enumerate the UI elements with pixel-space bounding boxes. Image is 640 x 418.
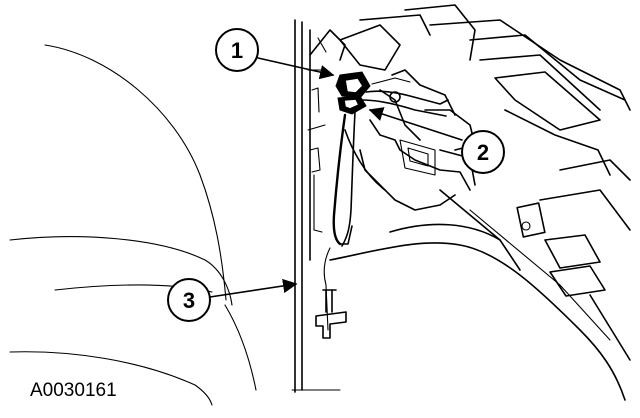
callout-3-arrow — [209, 278, 298, 298]
callout-2-circle — [461, 130, 505, 174]
callout-3: 3 — [167, 278, 298, 322]
callout-1-circle — [215, 28, 259, 72]
figure-id: A0030161 — [30, 380, 117, 401]
callout-2: 2 — [368, 107, 505, 174]
callout-3-label: 3 — [183, 288, 195, 313]
dash-panel — [329, 159, 631, 401]
airbag-connector-assembly — [323, 71, 449, 331]
callout-1-arrow — [257, 57, 335, 80]
callout-2-label: 2 — [477, 140, 489, 165]
seat-outline — [9, 44, 257, 406]
pillar-trim — [291, 19, 341, 393]
instrument-panel-structure — [309, 4, 631, 211]
callout-1-label: 1 — [231, 38, 243, 63]
callout-3-circle — [167, 278, 211, 322]
callout-2-arrow — [368, 107, 463, 141]
callout-1: 1 — [215, 28, 335, 80]
pillar-fastener — [315, 289, 347, 339]
